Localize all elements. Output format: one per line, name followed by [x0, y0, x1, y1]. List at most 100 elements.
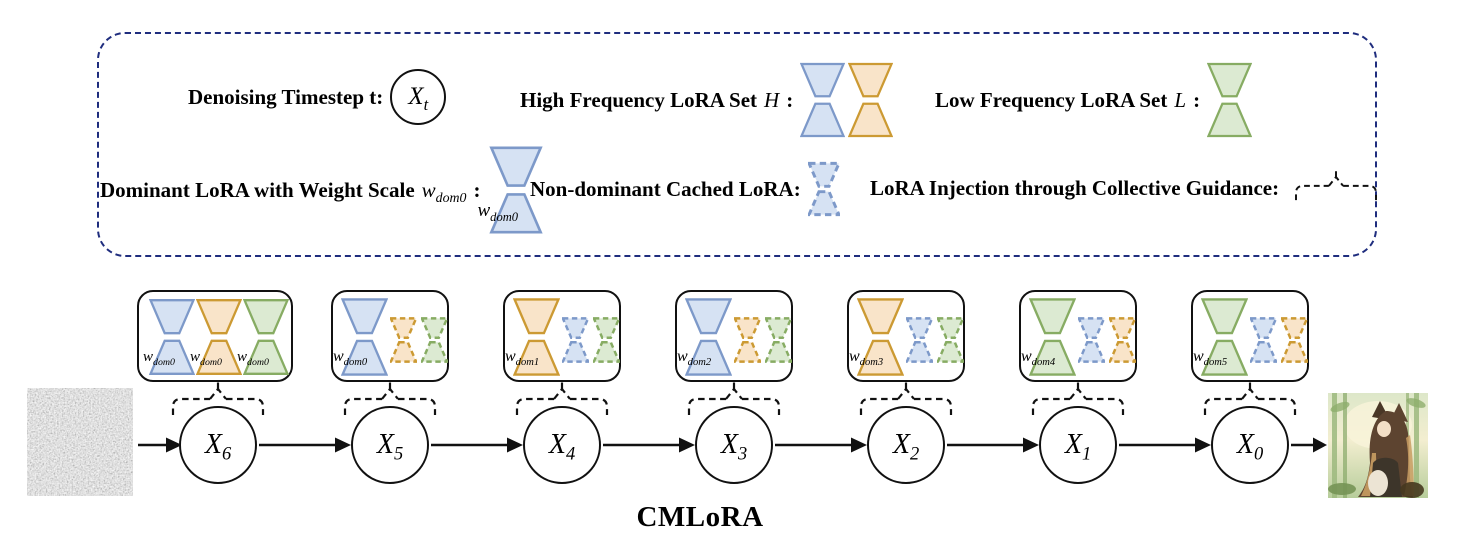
guidance-brace [170, 380, 266, 416]
collective-guidance-brace-icon [859, 381, 953, 415]
dominant-lora-symbol: wdom0 [477, 146, 545, 234]
guidance-brace [1030, 380, 1126, 416]
lora-hourglass-green-solid [243, 299, 289, 375]
legend-label-cached: Non-dominant Cached LoRA: [530, 176, 801, 201]
guidance-brace [342, 380, 438, 416]
lora-box-step1: wdom4 [1019, 290, 1137, 382]
lora-hourglass-orange-dashed [1281, 317, 1308, 363]
timestep-node-x1: X1 [1039, 406, 1117, 484]
collective-guidance-brace-symbol [1286, 169, 1386, 207]
output-image [1328, 393, 1428, 498]
legend-label-injection: LoRA Injection through Collective Guidan… [870, 175, 1280, 200]
lora-hourglass-blue-solid [685, 298, 732, 376]
flow-arrow [431, 437, 523, 453]
guidance-brace [686, 380, 782, 416]
cached-lora-symbol [807, 160, 840, 218]
lora-box-step5: wdom0 [331, 290, 449, 382]
weight-scale-label: wdom0 [143, 349, 175, 368]
legend-box [97, 32, 1377, 257]
timestep-label: X4 [548, 429, 576, 464]
lora-hourglass-orange-solid [513, 298, 560, 376]
lora-hourglass-green-solid [1201, 298, 1248, 376]
legend-suffix-low-freq: : [1193, 87, 1201, 112]
flow-arrow [1291, 437, 1327, 453]
lora-hourglass-orange-solid [848, 62, 894, 138]
weight-scale-label: wdom0 [237, 349, 269, 368]
timestep-node-x0: X0 [1211, 406, 1289, 484]
legend-math-high-freq: H [764, 87, 780, 112]
lora-hourglass-green-solid [1207, 62, 1253, 138]
lora-hourglass-green-dashed [765, 317, 792, 363]
lora-hourglass-blue-solid [800, 62, 846, 138]
lora-box-step2: wdom3 [847, 290, 965, 382]
flow-arrow [603, 437, 695, 453]
timestep-label: X3 [720, 429, 748, 464]
lora-hourglass-blue-solid [149, 299, 195, 375]
weight-scale-label: wdom1 [505, 348, 540, 369]
weight-scale-label: wdom4 [1021, 348, 1056, 369]
lora-hourglass-blue-dashed [807, 161, 840, 217]
lora-hourglass-blue-solid [489, 146, 544, 234]
legend-item-low-freq: Low Frequency LoRA Set L: [935, 56, 1253, 144]
legend-item-injection: LoRA Injection through Collective Guidan… [870, 168, 1386, 208]
guidance-brace [1202, 380, 1298, 416]
legend-suffix-high-freq: : [786, 87, 794, 112]
flow-arrow [1119, 437, 1211, 453]
legend-item-timestep: Denoising Timestep t: Xt [188, 67, 447, 127]
flow-arrow [259, 437, 351, 453]
flow-arrow [947, 437, 1039, 453]
legend-label-timestep: Denoising Timestep t: [188, 84, 384, 109]
guidance-brace [514, 380, 610, 416]
legend-label-low-freq: Low Frequency LoRA Set [935, 87, 1168, 112]
figure-caption: CMLoRA [636, 501, 764, 533]
flow-arrow [138, 437, 182, 453]
collective-guidance-brace-icon [1295, 169, 1378, 201]
dominant-lora-hourglass-slot [487, 146, 545, 234]
lora-hourglass-green-dashed [593, 317, 620, 363]
legend-item-dominant: Dominant LoRA with Weight Scale wdom0: w… [100, 142, 545, 238]
timestep-node-x5: X5 [351, 406, 429, 484]
timestep-label: X1 [1064, 429, 1092, 464]
weight-scale-label: wdom0 [333, 348, 368, 369]
lora-hourglass-blue-dashed [906, 317, 933, 363]
timestep-label: X5 [376, 429, 404, 464]
legend-item-cached: Non-dominant Cached LoRA: [530, 158, 840, 220]
legend-suffix-dominant: : [473, 177, 481, 202]
input-noise-image [27, 388, 133, 496]
lora-box-step4: wdom1 [503, 290, 621, 382]
weight-scale-label: wdom2 [677, 348, 712, 369]
collective-guidance-brace-icon [1031, 381, 1125, 415]
weight-scale-label: wdom0 [477, 200, 519, 224]
lora-hourglass-orange-solid [857, 298, 904, 376]
timestep-node-x2: X2 [867, 406, 945, 484]
timestep-node-x6: X6 [179, 406, 257, 484]
timestep-label: X6 [204, 429, 232, 464]
lora-hourglass-orange-solid [196, 299, 242, 375]
legend-math-low-freq: L [1174, 87, 1187, 112]
lora-hourglass-blue-dashed [562, 317, 589, 363]
lora-hourglass-orange-dashed [734, 317, 761, 363]
weight-scale-label: wdom3 [849, 348, 884, 369]
timestep-node-x4: X4 [523, 406, 601, 484]
collective-guidance-brace-icon [343, 381, 437, 415]
lora-hourglass-blue-dashed [1250, 317, 1277, 363]
legend-item-high-freq: High Frequency LoRA Set H: [520, 56, 894, 144]
legend-math-dominant: wdom0 [421, 177, 467, 205]
collective-guidance-brace-icon [515, 381, 609, 415]
weight-scale-label: wdom5 [1193, 348, 1228, 369]
legend-label-dominant: Dominant LoRA with Weight Scale [100, 177, 415, 202]
flow-arrow [775, 437, 867, 453]
high-freq-lora-symbols [800, 58, 894, 142]
lora-box-step3: wdom2 [675, 290, 793, 382]
collective-guidance-brace-icon [171, 381, 265, 415]
collective-guidance-brace-icon [687, 381, 781, 415]
timestep-node-x3: X3 [695, 406, 773, 484]
lora-hourglass-blue-solid [341, 298, 388, 376]
lora-hourglass-orange-dashed [1109, 317, 1136, 363]
lora-hourglass-orange-dashed [390, 317, 417, 363]
timestep-node-label: Xt [408, 83, 429, 114]
guidance-brace [858, 380, 954, 416]
lora-hourglass-green-dashed [937, 317, 964, 363]
